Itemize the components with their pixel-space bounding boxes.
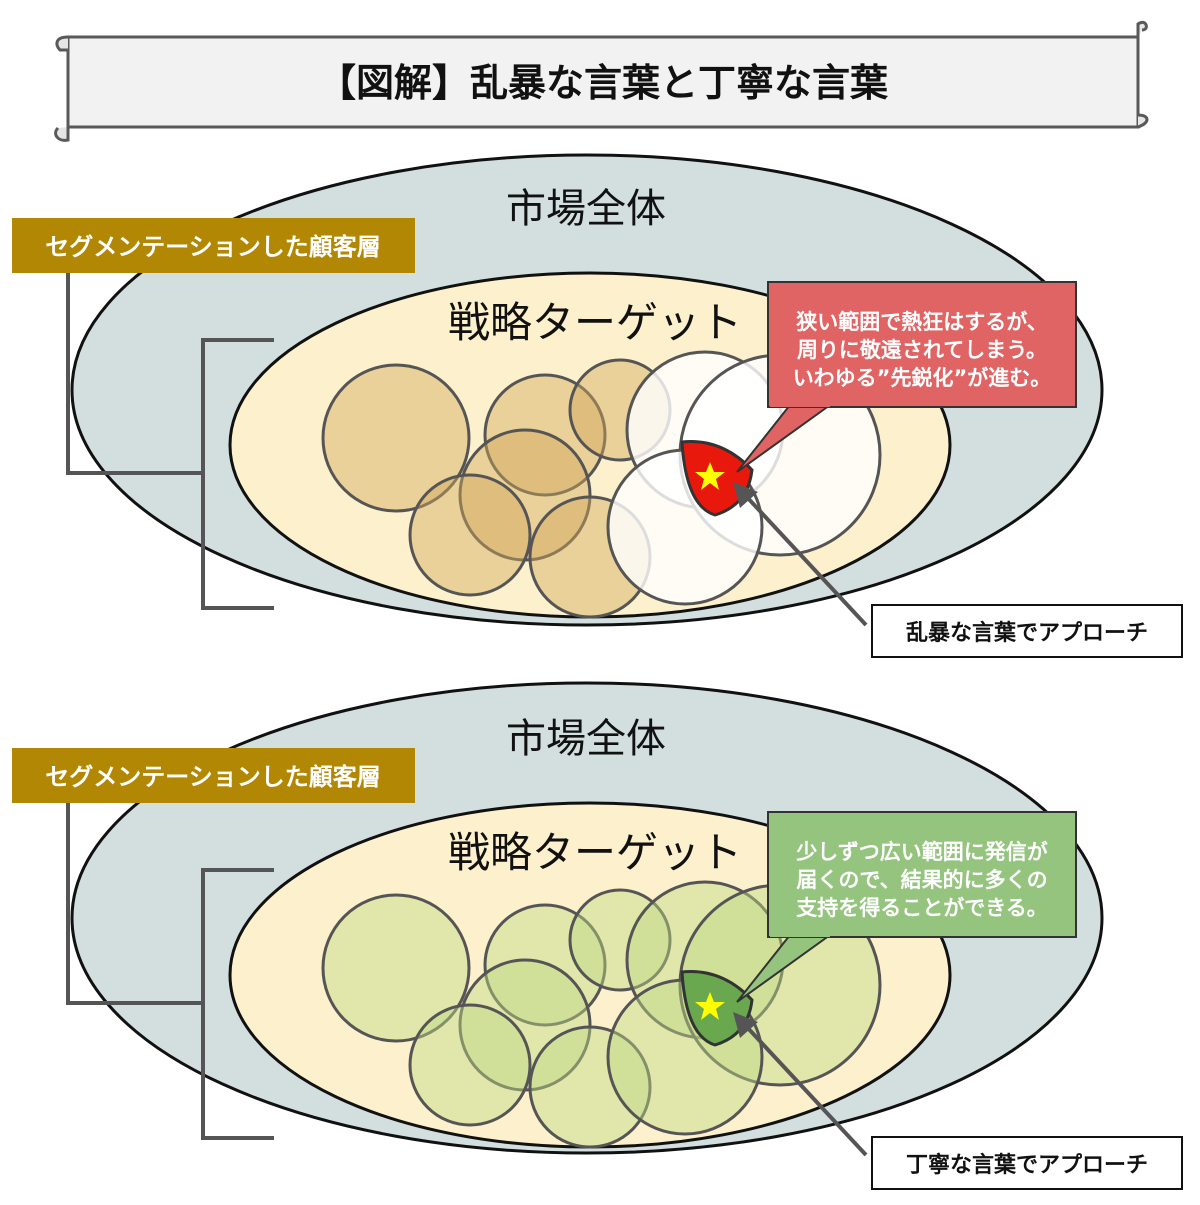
approach-label-box (871, 604, 1183, 658)
segment-circle (321, 893, 471, 1043)
segment-circle (568, 888, 672, 992)
segment-label: セグメンテーションした顧客層 (45, 233, 381, 261)
approach-label-box (871, 1136, 1183, 1190)
arrow-head-icon (733, 482, 758, 508)
callout-line: 届くので、結果的に多くの (796, 868, 1047, 892)
title-banner: 【図解】乱暴な言葉と丁寧な言葉 (54, 20, 1149, 142)
title-text: 【図解】乱暴な言葉と丁寧な言葉 (318, 61, 889, 105)
segment-bracket (66, 270, 274, 610)
segment-label-box (12, 218, 415, 273)
target-label: 戦略ターゲット (448, 828, 742, 877)
segment-circle (483, 903, 607, 1027)
callout-line: 支持を得ることができる。 (796, 896, 1048, 920)
arrow-line (743, 1023, 868, 1157)
star-icon (695, 992, 725, 1020)
star-icon (695, 462, 725, 490)
approach-label: 丁寧な言葉でアプローチ (906, 1152, 1148, 1178)
bottom-panel: 市場全体 戦略ターゲット セグメンテーションした顧客層 少しずつ広い範囲に発信が… (12, 681, 1183, 1190)
callout-line: 周りに敬遠されてしまう。 (797, 338, 1047, 362)
callout-line: いわゆる”先鋭化”が進む。 (793, 366, 1052, 390)
arrow-head-icon (733, 1012, 758, 1038)
segment-circle (528, 1025, 652, 1149)
approach-label: 乱暴な言葉でアプローチ (906, 620, 1148, 646)
segment-circle (321, 363, 471, 513)
segment-label-box (12, 748, 415, 803)
market-label: 市場全体 (506, 186, 666, 232)
segment-circle (408, 1003, 532, 1127)
target-label: 戦略ターゲット (448, 298, 742, 347)
segment-label: セグメンテーションした顧客層 (45, 763, 381, 791)
callout-box (767, 281, 1077, 408)
callout-box (767, 811, 1077, 938)
market-label: 市場全体 (506, 716, 666, 762)
segment-bracket (66, 800, 274, 1140)
callout-line: 狭い範囲で熱狂はするが、 (795, 310, 1048, 334)
segment-circle (408, 473, 532, 597)
segment-circle (483, 373, 607, 497)
callout-line: 少しずつ広い範囲に発信が (795, 840, 1048, 864)
arrow-line (743, 493, 868, 627)
top-panel: 市場全体 戦略ターゲット セグメンテーションした顧客層 狭い範 (12, 153, 1183, 658)
